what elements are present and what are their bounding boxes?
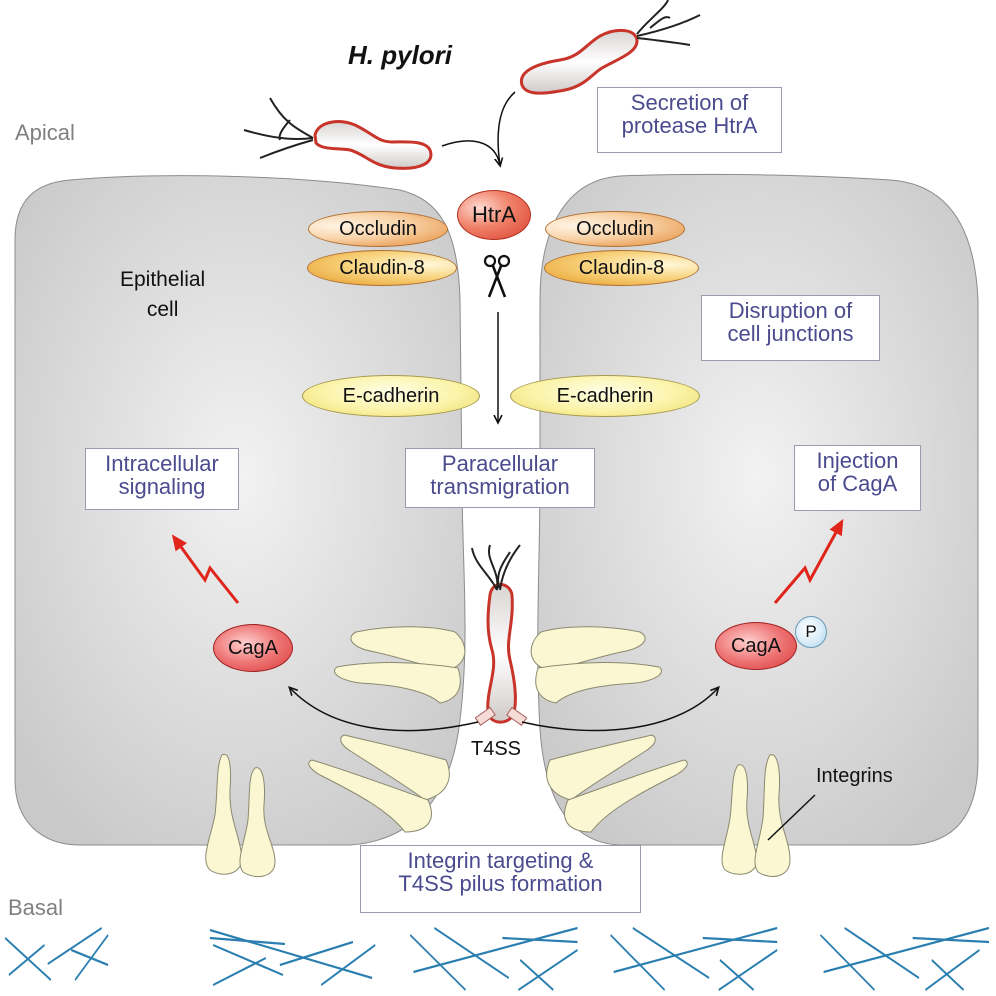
secretion-box: Secretion of protease HtrA [597,87,782,153]
epithelial-cell-label: Epithelial cell [120,268,206,321]
arrow-to-htra-right [497,91,516,166]
figure-title: H. pylori [348,40,453,70]
integrins-left-lateral [308,626,466,833]
caga-left-label: CagA [227,636,279,659]
occludin-right-label: Occludin [576,217,654,240]
arrow-t4ss-to-caga-left [290,688,479,732]
e-cadherin-right: E-cadherin [510,375,700,417]
occludin-left-label: Occludin [339,217,417,240]
paracellular-box: Paracellular transmigration [405,448,595,508]
claudin-8-left-label: Claudin-8 [339,256,425,279]
caga-left: CagA [213,624,293,672]
h-pylori-bacterium-2 [519,0,701,95]
t4ss-pilus-left [474,706,496,726]
claudin-8-right-label: Claudin-8 [578,256,665,279]
apical-label: Apical [15,120,75,145]
e-cadherin-left-label: E-cadherin [342,384,440,407]
integrins-right-lateral [530,626,688,833]
occludin-right: Occludin [545,211,685,247]
h-pylori-bacterium-1 [243,97,433,170]
disruption-box: Disruption of cell junctions [701,295,880,361]
caga-right: CagA [715,622,797,670]
scissors-icon [483,254,511,298]
injection-box: Injection of CagA [794,445,921,511]
e-cadherin-right-label: E-cadherin [556,384,654,407]
h-pylori-bacterium-t4ss [471,544,528,726]
claudin-8-right: Claudin-8 [544,250,699,286]
arrow-t4ss-to-caga-right [521,688,718,732]
signaling-arrow-left [171,534,240,604]
htra-label: HtrA [472,202,516,227]
phosphate-group: P [795,616,827,648]
arrow-to-htra-left [441,140,500,165]
basal-label: Basal [8,895,64,920]
occludin-left: Occludin [308,211,448,247]
t4ss-label: T4SS [471,738,522,760]
intracellular-box: Intracellular signaling [85,448,239,510]
integrin-targeting-box: Integrin targeting & T4SS pilus formatio… [360,845,641,913]
t4ss-pilus-right [506,706,528,726]
phosphate-label: P [805,622,817,641]
htra-protein: HtrA [457,190,531,240]
integrins-pointer-line [767,794,816,841]
caga-right-label: CagA [730,634,782,657]
integrins-left-basal [205,753,276,878]
extracellular-matrix [4,927,521,991]
integrins-right-basal [721,754,791,877]
signaling-arrow-right [773,518,844,604]
e-cadherin-left: E-cadherin [302,375,480,417]
claudin-8-left: Claudin-8 [307,250,457,286]
integrins-label: Integrins [816,765,893,787]
